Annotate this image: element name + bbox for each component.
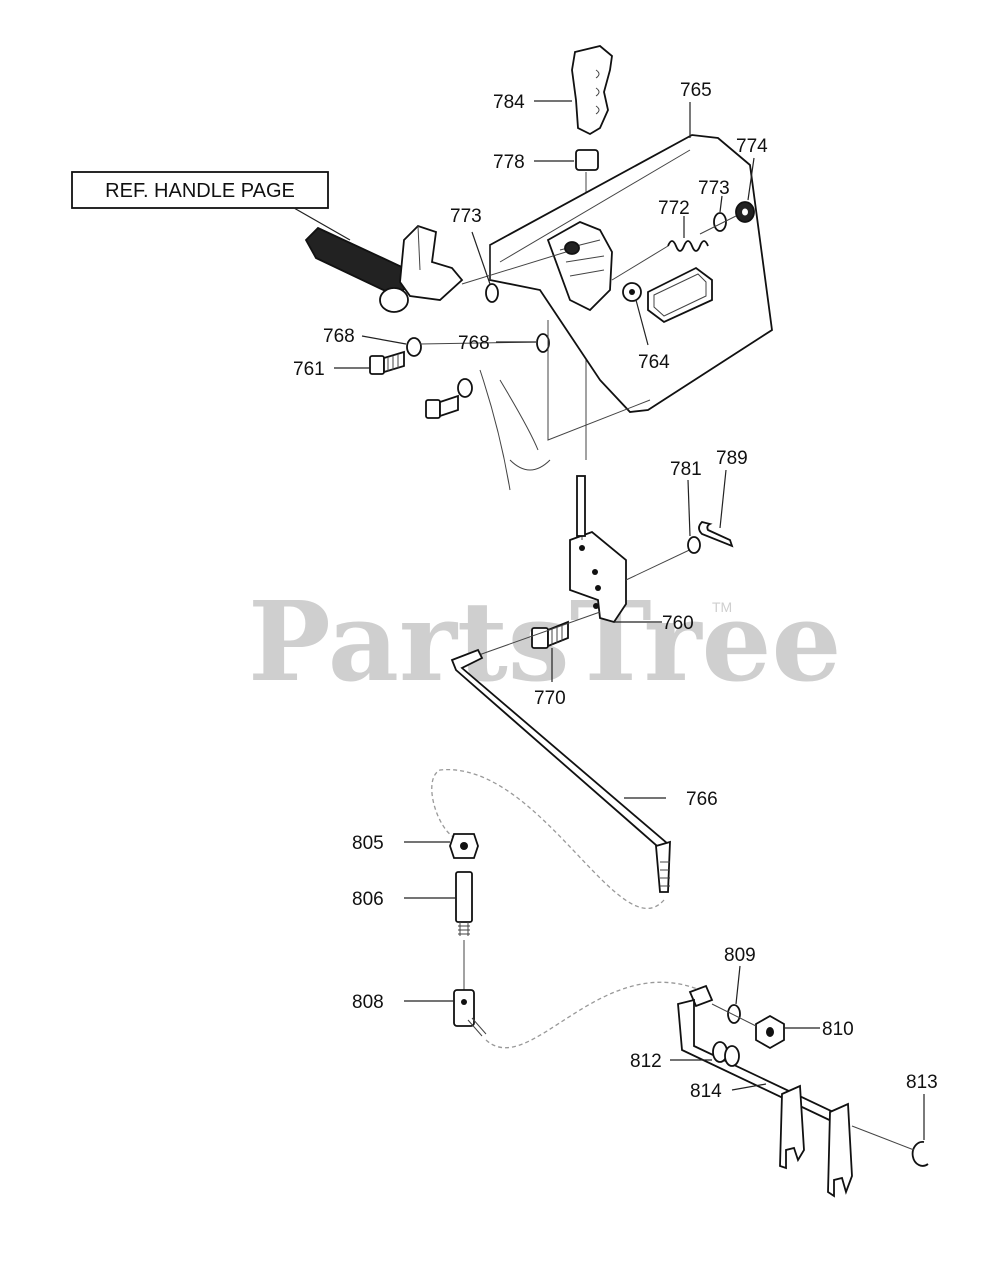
label-784[interactable]: 784 (493, 92, 525, 113)
label-813[interactable]: 813 (906, 1072, 938, 1093)
label-789[interactable]: 789 (716, 448, 748, 469)
part-number-labels: 784 765 778 774 773 772 773 768 768 761 … (293, 80, 938, 1102)
label-810[interactable]: 810 (822, 1019, 854, 1040)
part-765-control-panel[interactable] (489, 134, 773, 413)
label-772[interactable]: 772 (658, 198, 690, 219)
part-774-nut[interactable] (735, 201, 755, 223)
label-774[interactable]: 774 (736, 136, 768, 157)
part-773-washer-left[interactable] (485, 283, 499, 303)
label-781[interactable]: 781 (670, 459, 702, 480)
washer-lower (457, 378, 473, 398)
bolt-lower (425, 399, 441, 419)
part-808-ferrule[interactable] (453, 989, 487, 1037)
part-789-pin[interactable] (698, 521, 734, 548)
label-761[interactable]: 761 (293, 359, 325, 380)
part-770-bolt[interactable] (531, 620, 569, 649)
part-768-washer-left[interactable] (406, 337, 422, 357)
part-handle-lever[interactable] (304, 224, 464, 313)
part-773-washer-right[interactable] (713, 212, 727, 232)
label-778[interactable]: 778 (493, 152, 525, 173)
part-812-bushing[interactable] (712, 1041, 740, 1067)
part-772-spring[interactable] (611, 240, 709, 281)
label-770[interactable]: 770 (534, 688, 566, 709)
label-814[interactable]: 814 (690, 1081, 722, 1102)
part-814-shift-shaft[interactable] (677, 984, 853, 1198)
label-805[interactable]: 805 (352, 833, 384, 854)
part-810-nut[interactable] (755, 1014, 785, 1050)
label-765[interactable]: 765 (680, 80, 712, 101)
part-781-washer[interactable] (687, 536, 701, 554)
part-761-bolt[interactable] (369, 350, 405, 375)
label-808[interactable]: 808 (352, 992, 384, 1013)
part-766-shift-rod[interactable] (450, 648, 671, 893)
part-813-e-clip[interactable] (911, 1141, 929, 1167)
label-806[interactable]: 806 (352, 889, 384, 910)
pivot-nut (564, 241, 580, 255)
label-768-right[interactable]: 768 (458, 333, 490, 354)
reference-box[interactable]: REF. HANDLE PAGE (71, 171, 329, 209)
part-768-washer-right[interactable] (536, 333, 550, 353)
label-812[interactable]: 812 (630, 1051, 662, 1072)
watermark-trademark: TM (712, 599, 732, 615)
part-778-nut[interactable] (575, 149, 599, 171)
label-768-left[interactable]: 768 (323, 326, 355, 347)
label-773-right[interactable]: 773 (698, 178, 730, 199)
leader-lines (334, 100, 925, 1140)
label-809[interactable]: 809 (724, 945, 756, 966)
part-809-washer[interactable] (727, 1004, 741, 1024)
label-764[interactable]: 764 (638, 352, 670, 373)
part-764-nut[interactable] (622, 282, 642, 302)
label-766[interactable]: 766 (686, 789, 718, 810)
part-784-grip[interactable] (571, 45, 613, 136)
label-760[interactable]: 760 (662, 613, 694, 634)
reference-box-text: REF. HANDLE PAGE (105, 180, 295, 202)
part-806-spacer[interactable] (455, 871, 473, 936)
label-773-left[interactable]: 773 (450, 206, 482, 227)
part-805-nut[interactable] (449, 833, 479, 859)
